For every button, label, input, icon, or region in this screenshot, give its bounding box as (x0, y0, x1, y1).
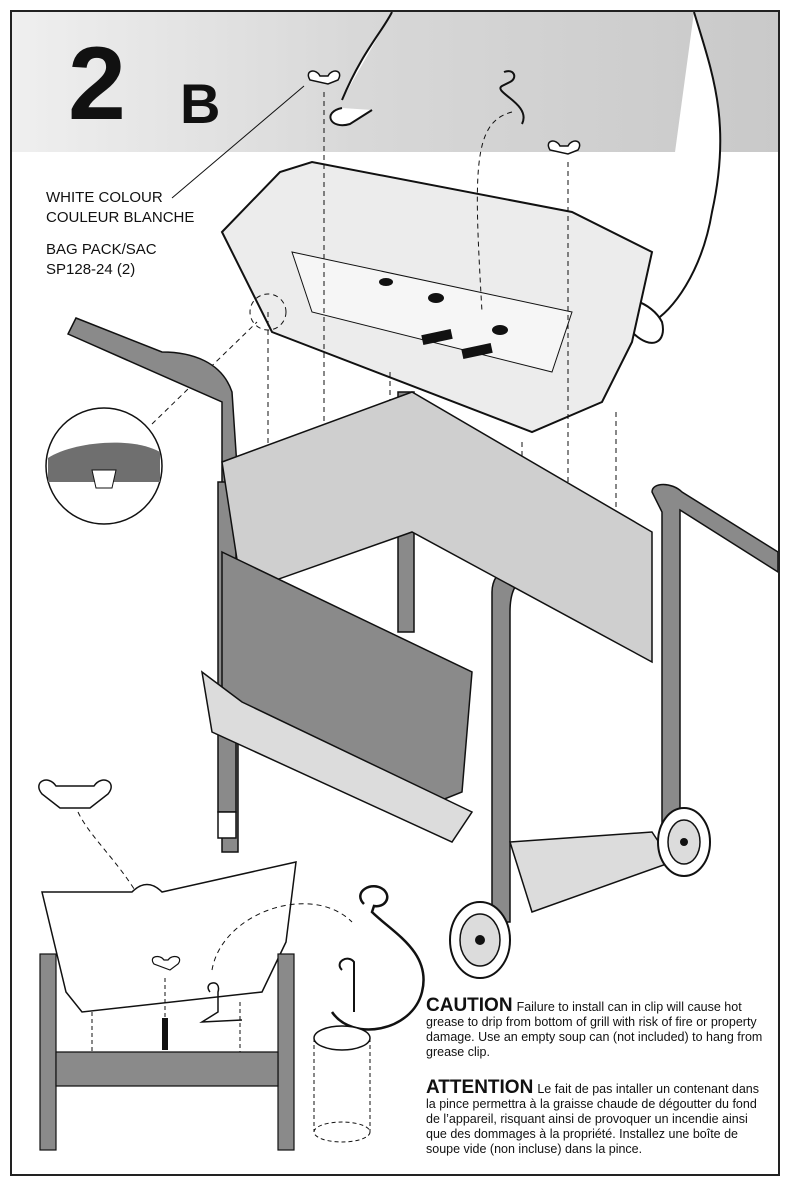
right-frame-tube (651, 483, 778, 853)
tray-hole (379, 278, 393, 286)
detail-crossbar (55, 1051, 279, 1087)
leg-foot (217, 811, 237, 839)
left-hand (329, 107, 373, 127)
tray-slot (421, 328, 453, 346)
grease-clip-large-icon (330, 885, 425, 1031)
attention-body: Le fait de pas intaller un contenant dan… (426, 1082, 759, 1156)
wing-nut-guide (77, 811, 153, 925)
detail-leg-left (39, 953, 57, 1151)
color-label-en: WHITE COLOUR (46, 189, 163, 206)
step-banner (12, 12, 778, 152)
part-number: SP128-24 (2) (46, 261, 136, 278)
tray-side-view (41, 861, 297, 1013)
detail-leg-right (277, 953, 295, 1151)
bag-label: BAG PACK/SAC (46, 241, 157, 258)
wing-nut-detail-icon (38, 779, 112, 809)
assembly-illustration (38, 12, 778, 1151)
attention-heading: ATTENTION (426, 1077, 534, 1098)
left-frame-tube (66, 317, 239, 853)
soup-can-icon (313, 957, 371, 1143)
tray-bottom (291, 251, 573, 373)
step-letter: B (180, 72, 221, 135)
wing-nut-icon (547, 140, 581, 155)
tray-hole (428, 293, 444, 303)
grease-clip-icon (499, 70, 525, 125)
wheel-icon (657, 807, 711, 877)
wing-nut-icon (307, 70, 341, 85)
tray-slot (461, 342, 493, 360)
color-callout: WHITE COLOUR COULEUR BLANCHE (46, 188, 194, 228)
caution-body: Failure to install can in clip will caus… (426, 1000, 763, 1059)
clip-small-icon (199, 982, 243, 1023)
part-callout: BAG PACK/SAC SP128-24 (2) (46, 240, 157, 280)
tray-hole (492, 325, 508, 335)
instruction-page: 2 B WHITE COLOUR COULEUR BLANCHE BAG PAC… (10, 10, 780, 1176)
bottom-shelf (200, 670, 474, 843)
right-arm (651, 12, 722, 323)
caution-heading: CAUTION (426, 995, 513, 1016)
detail-stud (162, 1018, 168, 1050)
wing-nut-small-icon (151, 955, 181, 971)
detail-tray-edge (48, 442, 160, 482)
clip-guide (211, 903, 353, 971)
detail-tab (91, 469, 117, 489)
step-number: 2 (68, 26, 126, 142)
left-arm (341, 12, 393, 101)
base-plate (508, 831, 674, 913)
color-label-fr: COULEUR BLANCHE (46, 209, 195, 226)
wheel-icon (449, 901, 511, 979)
callout-leader-line (171, 85, 305, 199)
